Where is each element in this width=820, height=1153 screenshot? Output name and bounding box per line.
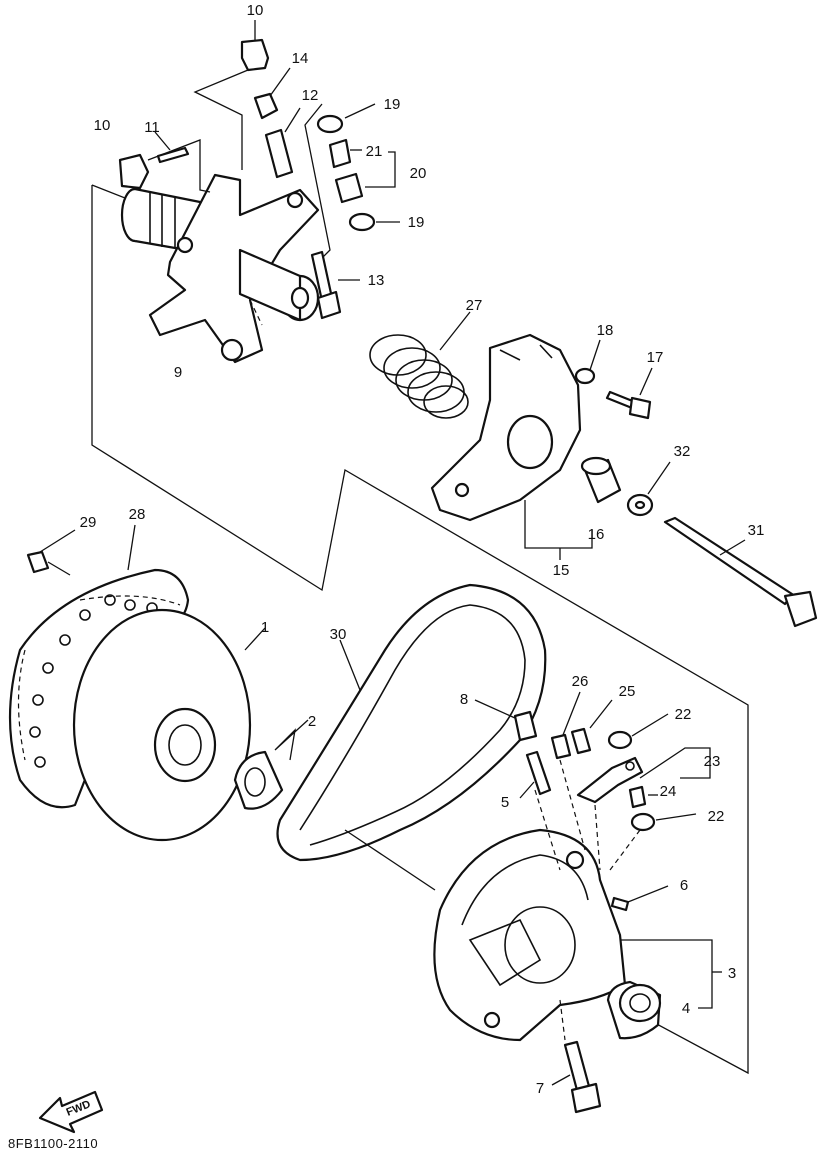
callout-22-top: 22: [675, 706, 692, 723]
part-16-bushing: [580, 456, 622, 504]
leader-belt-housing: [344, 829, 436, 891]
part-13-bolt: [310, 250, 360, 320]
part-27-spring: [369, 311, 471, 419]
callout-10-left: 10: [94, 117, 111, 134]
assembly-frame: [91, 184, 749, 1075]
part-11-pin: [154, 131, 190, 164]
part-22-washer-bottom: [630, 812, 697, 832]
part-10-slider-top: [193, 20, 270, 170]
callout-10-top: 10: [247, 2, 264, 19]
callout-22-bottom: 22: [708, 808, 725, 825]
callout-6: 6: [680, 877, 688, 894]
part-1-sheave: [72, 608, 266, 842]
part-29-bolt: [26, 529, 76, 576]
assembly-dashed-lines: [249, 299, 641, 1041]
callout-16: 16: [588, 526, 605, 543]
diagram-code: 8FB1100-2110: [8, 1136, 98, 1151]
part-25-pin: [570, 699, 613, 755]
part-26-pin: [550, 691, 581, 760]
callout-2: 2: [308, 713, 316, 730]
callout-11: 11: [144, 119, 160, 136]
callout-23: 23: [704, 753, 721, 770]
callout-26: 26: [572, 673, 589, 690]
part-8-cap: [474, 699, 538, 742]
part-7-bolt: [551, 1040, 602, 1114]
part-22-washer-top: [607, 713, 669, 750]
fwd-arrow-icon: FWD: [38, 1090, 104, 1134]
callout-28: 28: [129, 506, 146, 523]
part-32-washer: [626, 461, 671, 517]
part-19-washer-top: [316, 103, 376, 134]
callout-30: 30: [330, 626, 347, 643]
callout-5: 5: [501, 794, 509, 811]
callout-12: 12: [302, 87, 319, 104]
part-18-washer: [574, 339, 601, 385]
callout-8: 8: [460, 691, 468, 708]
callout-21: 21: [366, 143, 383, 160]
callout-32: 32: [674, 443, 691, 460]
callout-24: 24: [660, 783, 677, 800]
part-14-cap: [253, 67, 291, 120]
callout-4: 4: [682, 1000, 690, 1017]
leader-12-group: [304, 103, 331, 263]
callout-1: 1: [261, 619, 269, 636]
part-6-pin: [610, 885, 669, 912]
part-19-washer-bottom: [348, 212, 400, 232]
part-12-shaft: [264, 107, 301, 179]
callout-25: 25: [619, 683, 636, 700]
callout-14: 14: [292, 50, 309, 67]
part-4-bushing: [606, 980, 662, 1040]
part-20-roller: [334, 151, 396, 204]
part-15-cap: [430, 333, 593, 560]
callout-29: 29: [80, 514, 97, 531]
callout-labels: 10 14 12 19 10 11 21 20 19 13 27 18 17 9…: [80, 2, 765, 1097]
callout-31: 31: [748, 522, 765, 539]
callout-7: 7: [536, 1080, 544, 1097]
part-23-arm: [576, 747, 711, 804]
callout-3: 3: [728, 965, 736, 982]
part-9-spider-hub: [120, 173, 320, 364]
part-10-slider-left: [118, 139, 211, 193]
callout-9: 9: [174, 364, 182, 381]
part-17-bolt: [605, 367, 653, 420]
callout-27: 27: [466, 297, 483, 314]
callout-18: 18: [597, 322, 614, 339]
callout-19-bottom: 19: [408, 214, 425, 231]
part-5-pin: [519, 750, 552, 799]
part-30-belt: [276, 583, 547, 862]
part-2-collar: [233, 719, 309, 810]
callout-20: 20: [410, 165, 427, 182]
callout-15: 15: [553, 562, 570, 579]
callout-17: 17: [647, 349, 664, 366]
callout-13: 13: [368, 272, 385, 289]
part-31-long-bolt: [663, 516, 818, 628]
part-21-bushing: [328, 138, 362, 169]
callout-19-top: 19: [384, 96, 401, 113]
part-3-sheave-housing: [433, 828, 722, 1042]
part-24-bushing: [628, 785, 658, 809]
